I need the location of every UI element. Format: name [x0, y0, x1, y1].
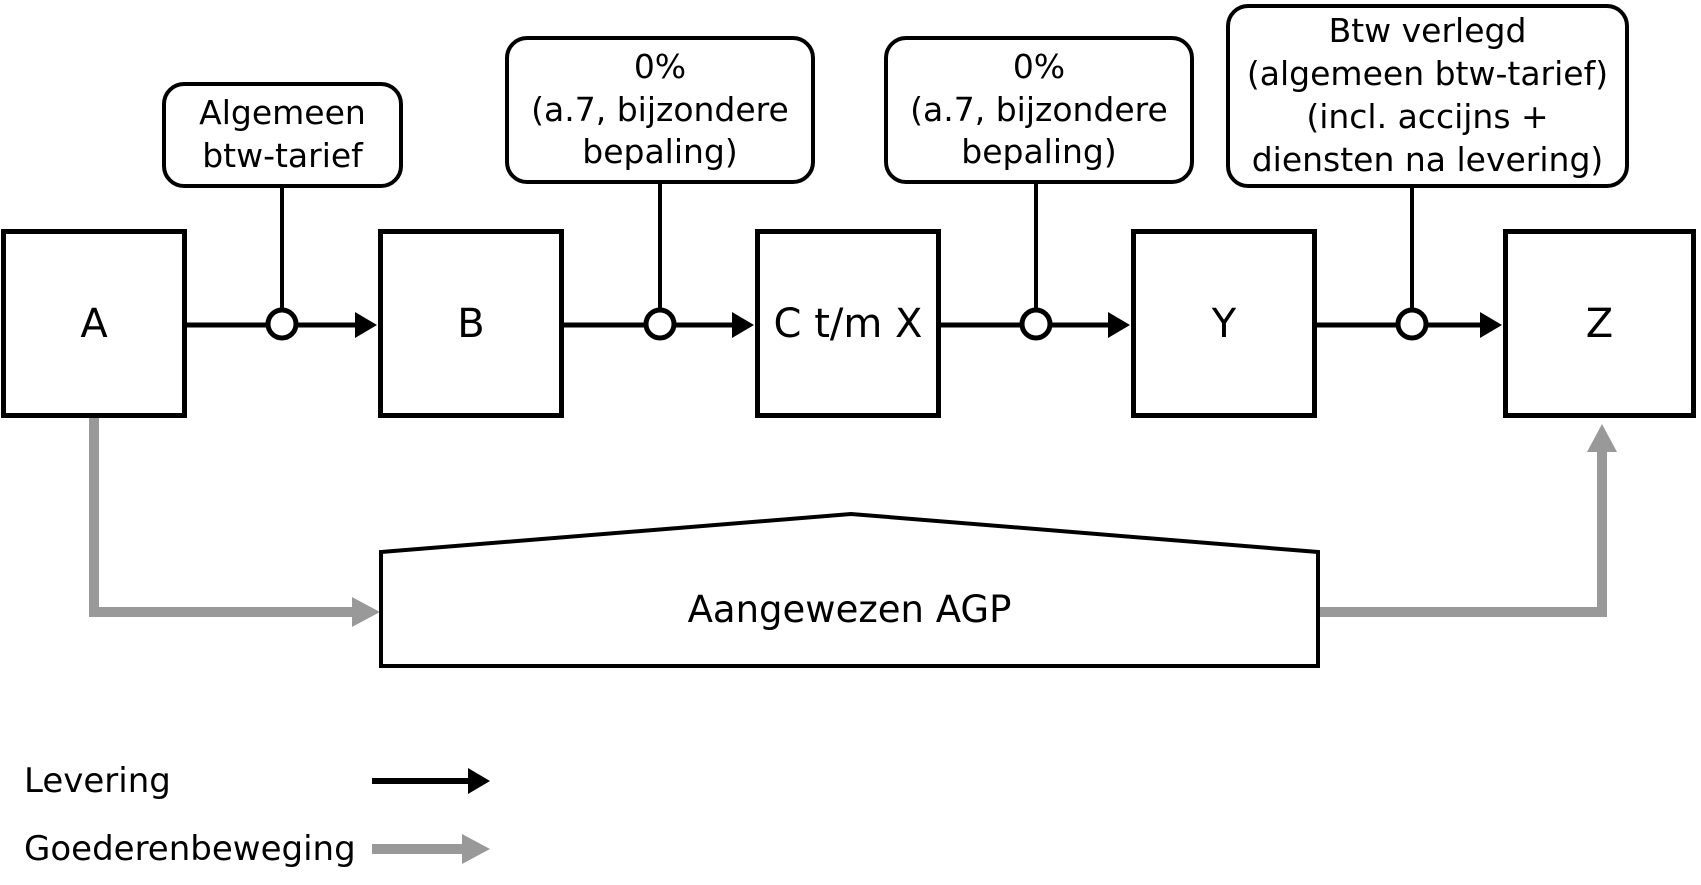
legend-levering-label: Levering [24, 761, 171, 801]
tap-circle-4 [1395, 307, 1429, 341]
node-c-tm-x-label: C t/m X [773, 300, 923, 347]
callout-line: (incl. accijns + [1306, 97, 1549, 136]
callout-line: diensten na levering) [1251, 139, 1604, 179]
goods-arrow-agp-to-z [1318, 424, 1617, 617]
tap-circle-2 [643, 307, 677, 341]
node-z-label: Z [1585, 300, 1614, 347]
callout-line: (algemeen btw-tarief) [1246, 54, 1609, 94]
callout-0pct-bijzondere-bepaling-2: 0% (a.7, bijzondere bepaling) [884, 36, 1194, 184]
callout-line: bepaling) [961, 132, 1117, 172]
node-b-label: B [457, 300, 485, 347]
node-z: Z [1503, 229, 1696, 418]
callout-line: 0% [1012, 46, 1066, 86]
callout-line: Btw verlegd [1328, 11, 1527, 51]
tap-circle-3 [1019, 307, 1053, 341]
node-a-label: A [80, 300, 108, 347]
node-y-label: Y [1211, 300, 1237, 347]
callout-line: (a.7, bijzondere [531, 89, 789, 129]
tap-circle-1 [265, 307, 299, 341]
callout-line: Algemeen [199, 93, 366, 133]
callout-line: bepaling) [582, 132, 738, 172]
callout-algemeen-btw-tarief: Algemeen btw-tarief [162, 82, 403, 188]
agp-pentagon-label: Aangewezen AGP [687, 588, 1012, 631]
callout-line: (a.7, bijzondere [910, 89, 1168, 129]
node-b: B [378, 229, 564, 418]
node-c-tm-x: C t/m X [755, 229, 941, 418]
node-a: A [1, 229, 187, 418]
agp-pentagon-shape [379, 511, 1320, 668]
legend-goederenbeweging-label: Goederenbeweging [24, 829, 356, 869]
node-y: Y [1131, 229, 1317, 418]
callout-line: btw-tarief [202, 136, 363, 175]
callout-0pct-bijzondere-bepaling-1: 0% (a.7, bijzondere bepaling) [505, 36, 815, 184]
goods-arrow-a-to-agp [89, 418, 380, 627]
callout-line: 0% [633, 46, 687, 86]
callout-btw-verlegd: Btw verlegd (algemeen btw-tarief) (incl.… [1226, 4, 1629, 188]
